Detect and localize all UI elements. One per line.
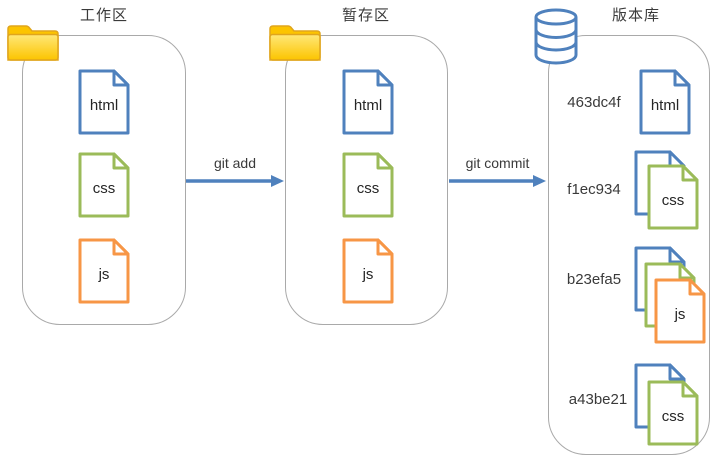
file-label: js <box>674 305 686 323</box>
arrow-label: git commit <box>465 155 530 171</box>
commit-hash: a43be21 <box>568 391 628 408</box>
file-icon-js: js <box>342 238 394 304</box>
file-icon-html: html <box>639 69 691 135</box>
file-label: css <box>92 179 116 197</box>
file-label: js <box>362 265 374 283</box>
arrow-label: git add <box>213 155 257 171</box>
folder-icon <box>5 21 61 68</box>
file-label: html <box>353 96 383 114</box>
file-label: css <box>661 407 685 425</box>
file-label: css <box>356 179 380 197</box>
file-icon-js: js <box>654 278 706 344</box>
working-area-title: 工作区 <box>79 7 128 24</box>
commit-hash: 463dc4f <box>567 94 621 111</box>
folder-icon <box>267 21 323 68</box>
file-icon-html: html <box>342 69 394 135</box>
file-label: html <box>89 96 119 114</box>
file-icon-html: html <box>78 69 130 135</box>
file-label: css <box>661 191 685 209</box>
file-icon-css: css <box>647 380 699 446</box>
file-icon-css: css <box>647 164 699 230</box>
file-label: js <box>98 265 110 283</box>
file-icon-js: js <box>78 238 130 304</box>
database-icon <box>534 8 578 70</box>
git-commit-arrow: git commit <box>449 155 546 193</box>
repository-title: 版本库 <box>611 7 660 24</box>
commit-hash: b23efa5 <box>566 271 622 288</box>
file-icon-css: css <box>78 152 130 218</box>
commit-hash: f1ec934 <box>567 181 621 198</box>
git-add-arrow: git add <box>186 155 284 193</box>
file-label: html <box>650 96 680 114</box>
staging-area-title: 暂存区 <box>341 7 390 24</box>
file-icon-css: css <box>342 152 394 218</box>
